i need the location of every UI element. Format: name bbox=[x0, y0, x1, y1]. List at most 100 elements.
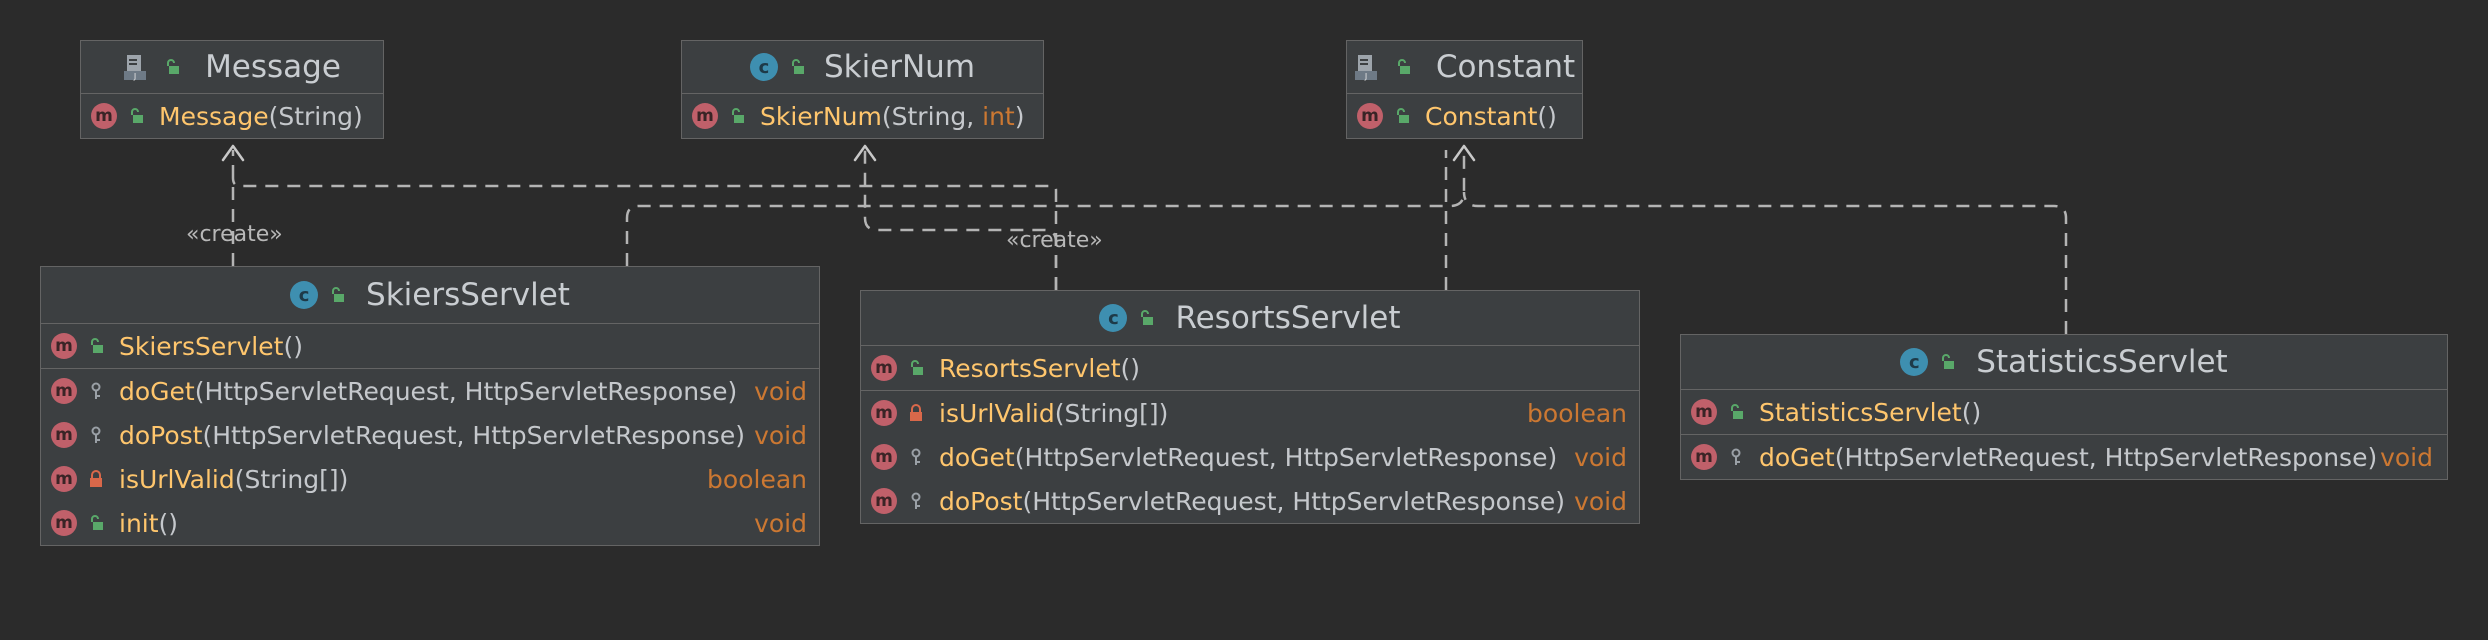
member-row[interactable]: m doGet (HttpServletRequest, HttpServlet… bbox=[1681, 435, 2447, 479]
file-class-icon: J bbox=[1354, 53, 1384, 81]
class-node-resortsservlet[interactable]: c ResortsServlet m ResortsServlet () m i… bbox=[860, 290, 1640, 524]
method-params: (String[]) bbox=[234, 464, 349, 494]
class-name: StatisticsServlet bbox=[1976, 344, 2228, 380]
method-icon: m bbox=[51, 378, 77, 404]
member-row[interactable]: m doGet (HttpServletRequest, HttpServlet… bbox=[861, 435, 1639, 479]
method-params: (String[]) bbox=[1054, 398, 1169, 428]
member-row[interactable]: m doPost (HttpServletRequest, HttpServle… bbox=[861, 479, 1639, 523]
method-icon: m bbox=[871, 444, 897, 470]
method-icon: m bbox=[1691, 444, 1717, 470]
return-type: boolean bbox=[707, 464, 807, 494]
method-icon: m bbox=[1691, 399, 1717, 425]
method-icon: m bbox=[91, 103, 117, 129]
method-icon: m bbox=[871, 488, 897, 514]
return-type: void bbox=[1574, 442, 1627, 472]
member-row[interactable]: m SkierNum (String, int ) bbox=[682, 94, 1043, 138]
edge-resortsservlet-message bbox=[231, 177, 1058, 290]
method-icon: m bbox=[871, 355, 897, 381]
edge-label-create-message: «create» bbox=[186, 222, 283, 247]
class-icon: c bbox=[1099, 304, 1128, 332]
method-icon: m bbox=[51, 422, 77, 448]
member-row[interactable]: m init () void bbox=[41, 501, 819, 545]
method-params: () bbox=[158, 508, 179, 538]
member-row[interactable]: m Message (String) bbox=[81, 94, 383, 138]
method-params: (HttpServletRequest, HttpServletResponse… bbox=[202, 420, 745, 450]
class-node-message[interactable]: J Message m Message (String) bbox=[80, 40, 384, 139]
return-type: void bbox=[754, 508, 807, 538]
method-params: (String) bbox=[268, 101, 363, 131]
edge-resortsservlet-skiernum bbox=[863, 150, 1058, 290]
constructor-row[interactable]: m StatisticsServlet () bbox=[1681, 390, 2447, 435]
class-name: Message bbox=[205, 49, 341, 85]
arrowhead-skiernum bbox=[853, 144, 877, 162]
member-row[interactable]: m doGet (HttpServletRequest, HttpServlet… bbox=[41, 369, 819, 413]
return-type: void bbox=[754, 376, 807, 406]
protected-key-icon bbox=[1727, 448, 1745, 466]
constructor-row[interactable]: m SkiersServlet () bbox=[41, 324, 819, 369]
method-name: doGet bbox=[939, 442, 1015, 472]
member-row[interactable]: m doPost (HttpServletRequest, HttpServle… bbox=[41, 413, 819, 457]
protected-key-icon bbox=[907, 448, 925, 466]
public-lock-icon bbox=[728, 107, 746, 125]
method-icon: m bbox=[692, 103, 718, 129]
return-type: void bbox=[2380, 442, 2433, 472]
public-lock-icon bbox=[328, 286, 346, 304]
class-header: c SkiersServlet bbox=[41, 267, 819, 324]
class-node-constant[interactable]: J Constant m Constant () bbox=[1346, 40, 1583, 139]
class-header: c SkierNum bbox=[682, 41, 1043, 94]
method-params-close: ) bbox=[1014, 101, 1025, 131]
member-row[interactable]: m Constant () bbox=[1347, 94, 1582, 138]
private-lock-icon bbox=[907, 404, 925, 422]
method-params: (HttpServletRequest, HttpServletResponse… bbox=[1834, 442, 2378, 472]
public-lock-icon bbox=[127, 107, 145, 125]
method-name: isUrlValid bbox=[119, 464, 235, 494]
class-header: c StatisticsServlet bbox=[1681, 335, 2447, 390]
class-icon: c bbox=[1900, 348, 1929, 376]
edge-skiersservlet-constant bbox=[625, 150, 1466, 266]
method-name: SkiersServlet bbox=[119, 331, 284, 361]
class-icon: c bbox=[749, 53, 778, 81]
public-lock-icon bbox=[1938, 353, 1956, 371]
method-icon: m bbox=[51, 466, 77, 492]
method-icon: m bbox=[871, 400, 897, 426]
method-params: (HttpServletRequest, HttpServletResponse… bbox=[1022, 486, 1565, 516]
method-name: isUrlValid bbox=[939, 398, 1055, 428]
public-lock-icon bbox=[1137, 309, 1155, 327]
public-lock-icon bbox=[1394, 58, 1412, 76]
class-icon: c bbox=[290, 281, 319, 309]
protected-key-icon bbox=[907, 492, 925, 510]
class-header: J Constant bbox=[1347, 41, 1582, 94]
public-lock-icon bbox=[87, 337, 105, 355]
method-params: () bbox=[283, 331, 303, 361]
file-class-icon: J bbox=[123, 53, 153, 81]
class-node-skiersservlet[interactable]: c SkiersServlet m SkiersServlet () m doG… bbox=[40, 266, 820, 546]
private-lock-icon bbox=[87, 470, 105, 488]
member-row[interactable]: m isUrlValid (String[]) boolean bbox=[861, 391, 1639, 435]
param-keyword: int bbox=[982, 101, 1015, 131]
method-name: SkierNum bbox=[760, 101, 882, 131]
public-lock-icon bbox=[788, 58, 806, 76]
method-name: doGet bbox=[1759, 442, 1835, 472]
method-params: () bbox=[1120, 353, 1141, 383]
class-node-skiernum[interactable]: c SkierNum m SkierNum (String, int ) bbox=[681, 40, 1044, 139]
svg-text:J: J bbox=[1364, 72, 1367, 81]
class-node-statisticsservlet[interactable]: c StatisticsServlet m StatisticsServlet … bbox=[1680, 334, 2448, 480]
method-params: (HttpServletRequest, HttpServletResponse… bbox=[1014, 442, 1558, 472]
arrowhead-constant bbox=[1452, 144, 1476, 162]
method-icon: m bbox=[51, 333, 77, 359]
method-params: () bbox=[1961, 397, 1982, 427]
method-name: doPost bbox=[119, 420, 203, 450]
class-name: ResortsServlet bbox=[1175, 300, 1401, 336]
member-row[interactable]: m isUrlValid (String[]) boolean bbox=[41, 457, 819, 501]
edge-label-create-skiernum: «create» bbox=[1006, 228, 1103, 253]
method-params: (String, bbox=[881, 101, 983, 131]
constructor-row[interactable]: m ResortsServlet () bbox=[861, 346, 1639, 391]
class-header: J Message bbox=[81, 41, 383, 94]
class-name: Constant bbox=[1435, 49, 1576, 85]
method-params: () bbox=[1537, 101, 1557, 131]
protected-key-icon bbox=[87, 382, 105, 400]
public-lock-icon bbox=[87, 514, 105, 532]
return-type: void bbox=[1574, 486, 1627, 516]
class-name: SkiersServlet bbox=[366, 277, 570, 313]
method-name: init bbox=[119, 508, 159, 538]
